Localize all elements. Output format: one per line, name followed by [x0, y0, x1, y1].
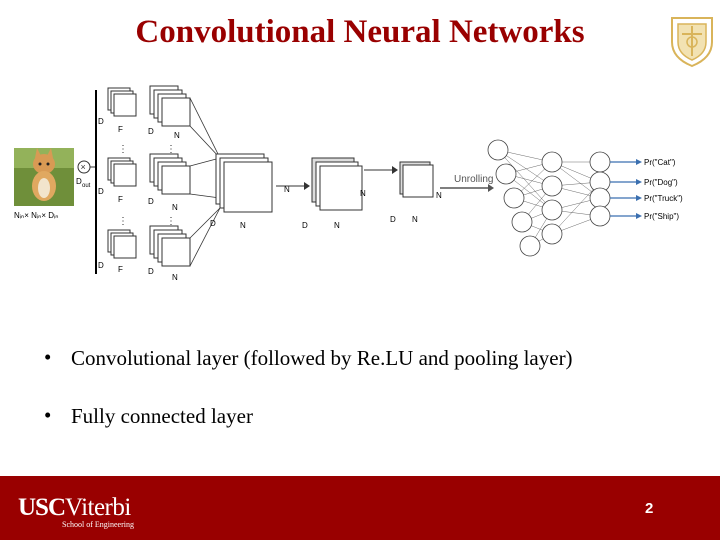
n-out-label-6: N: [334, 221, 340, 230]
output-label-truck: Pr("Truck"): [644, 194, 683, 203]
bullet-text: Fully connected layer: [71, 404, 253, 428]
n-out-label-5: N: [284, 185, 290, 194]
input-dims-label: Nᵢₙ× Nᵢₙ× Dᵢₙ: [14, 211, 58, 220]
n-out-label-7: N: [360, 189, 366, 198]
d-out-label: D: [76, 177, 82, 186]
bullet-item: • Fully connected layer: [44, 403, 704, 462]
usc-viterbi-logo: USCViterbi School of Engineering: [18, 494, 134, 529]
f-label-2: F: [118, 195, 123, 204]
bullet-text: Convolutional layer (followed by Re.LU a…: [71, 346, 573, 370]
bullet-dot-icon: •: [44, 403, 52, 427]
svg-text:⋮: ⋮: [118, 144, 128, 155]
d-in-label-5: D: [98, 261, 104, 270]
output-label-ship: Pr("Ship"): [644, 212, 679, 221]
pooled-feature-map: [311, 157, 363, 211]
cat-image: [14, 148, 74, 206]
pooling-output: [399, 161, 434, 198]
times-icon: ×: [81, 162, 86, 172]
n-out-label-4: N: [240, 221, 246, 230]
cnn-diagram: Nᵢₙ× Nᵢₙ× Dᵢₙ × D out ⋮ ⋮ ⋮ ⋮ D F: [14, 85, 683, 282]
filter-stack-top: [107, 85, 191, 127]
n-out-label-1: N: [174, 131, 180, 140]
n-pool-label-1: N: [412, 215, 418, 224]
n-pool-label-2: N: [436, 191, 442, 200]
d-in-label-1: D: [98, 117, 104, 126]
svg-text:⋮: ⋮: [118, 216, 128, 227]
filter-stack-middle: [107, 153, 191, 195]
bullet-dot-icon: •: [44, 345, 52, 369]
output-label-cat: Pr("Cat"): [644, 158, 676, 167]
filter-stack-bottom: [107, 225, 191, 267]
logo-viterbi: Viterbi: [65, 494, 131, 521]
f-label-3: F: [118, 265, 123, 274]
svg-text:⋮: ⋮: [166, 144, 176, 155]
d-in-label-4: D: [148, 197, 154, 206]
d-in-label-2: D: [148, 127, 154, 136]
page-number: 2: [645, 500, 654, 517]
d-out-label-2: D: [210, 219, 216, 228]
unrolling-label: Unrolling: [454, 174, 493, 185]
connection-lines: [189, 97, 221, 267]
d-in-label-3: D: [98, 187, 104, 196]
output-label-dog: Pr("Dog"): [644, 178, 678, 187]
output-feature-map: [215, 153, 273, 213]
d-out-sub-label: out: [82, 183, 91, 189]
svg-text:⋮: ⋮: [166, 216, 176, 227]
usc-seal-icon: [671, 17, 713, 68]
bullet-list: • Convolutional layer (followed by Re.LU…: [44, 345, 704, 462]
slide-title: Convolutional Neural Networks: [135, 14, 585, 50]
footer-bar: [0, 476, 720, 540]
fully-connected-network: [487, 139, 611, 257]
n-out-label-2: N: [172, 203, 178, 212]
f-label-1: F: [118, 125, 123, 134]
d-out-label-3: D: [302, 221, 308, 230]
logo-usc: USC: [18, 494, 66, 521]
d-in-label-6: D: [148, 267, 154, 276]
bullet-item: • Convolutional layer (followed by Re.LU…: [44, 345, 704, 404]
d-out-label-4: D: [390, 215, 396, 224]
logo-school: School of Engineering: [62, 520, 134, 529]
n-out-label-3: N: [172, 273, 178, 282]
output-arrows: [610, 161, 636, 217]
